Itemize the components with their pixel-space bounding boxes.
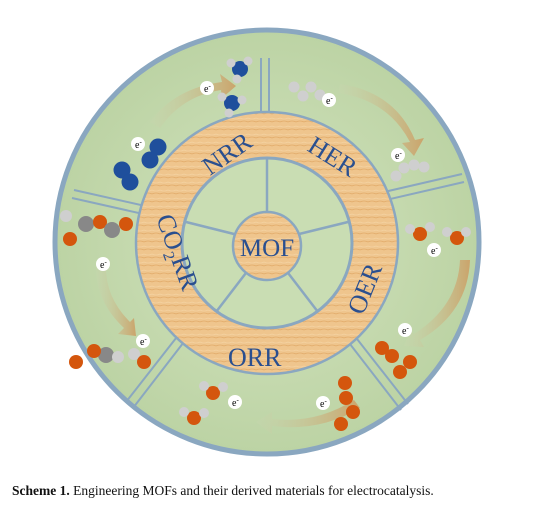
hydrogen-molecule-icon	[288, 81, 430, 182]
electron-markers: e- e- e- e- e- e- e- e- e- e-	[96, 81, 441, 410]
svg-text:e-: e-	[204, 82, 211, 95]
svg-text:e-: e-	[135, 138, 142, 151]
mof-label: MOF	[240, 235, 294, 262]
svg-text:e-: e-	[402, 324, 409, 337]
svg-text:e-: e-	[431, 244, 438, 257]
caption-text: Engineering MOFs and their derived mater…	[73, 483, 434, 498]
electron-marker-2: e-	[131, 137, 145, 151]
electron-marker-1: e-	[200, 81, 214, 95]
orr-oxygen-icon	[334, 376, 360, 431]
orr-water-icon	[179, 381, 228, 425]
scheme-diagram: MOF NRR HER OER ORR CO2RR	[52, 27, 482, 457]
svg-text:e-: e-	[320, 397, 327, 410]
electron-marker-7: e-	[316, 396, 330, 410]
co2rr-product-icon	[69, 344, 151, 369]
reaction-arrows	[95, 74, 470, 434]
electron-marker-6: e-	[398, 323, 412, 337]
svg-text:e-: e-	[140, 335, 147, 348]
svg-text:e-: e-	[395, 149, 402, 162]
orr-label: ORR	[228, 343, 282, 372]
svg-text:e-: e-	[100, 258, 107, 271]
mof-center	[231, 210, 303, 282]
electron-marker-10: e-	[136, 334, 150, 348]
inner-spokes	[185, 158, 349, 313]
electron-marker-3: e-	[322, 93, 336, 107]
electron-marker-4: e-	[391, 148, 405, 162]
svg-text:e-: e-	[232, 396, 239, 409]
figure-caption: Scheme 1. Engineering MOFs and their der…	[12, 483, 527, 499]
molecules	[60, 56, 471, 431]
caption-label: Scheme 1.	[12, 483, 70, 498]
co2-molecule-icon	[60, 210, 133, 246]
oxygen-molecule-icon	[375, 341, 417, 379]
nitrogen-molecule-icon	[113, 138, 167, 191]
electron-marker-8: e-	[228, 395, 242, 409]
electron-marker-5: e-	[427, 243, 441, 257]
ammonia-molecule-icon	[217, 56, 253, 118]
electron-marker-9: e-	[96, 257, 110, 271]
svg-text:e-: e-	[326, 94, 333, 107]
water-molecule-icon	[405, 222, 471, 245]
